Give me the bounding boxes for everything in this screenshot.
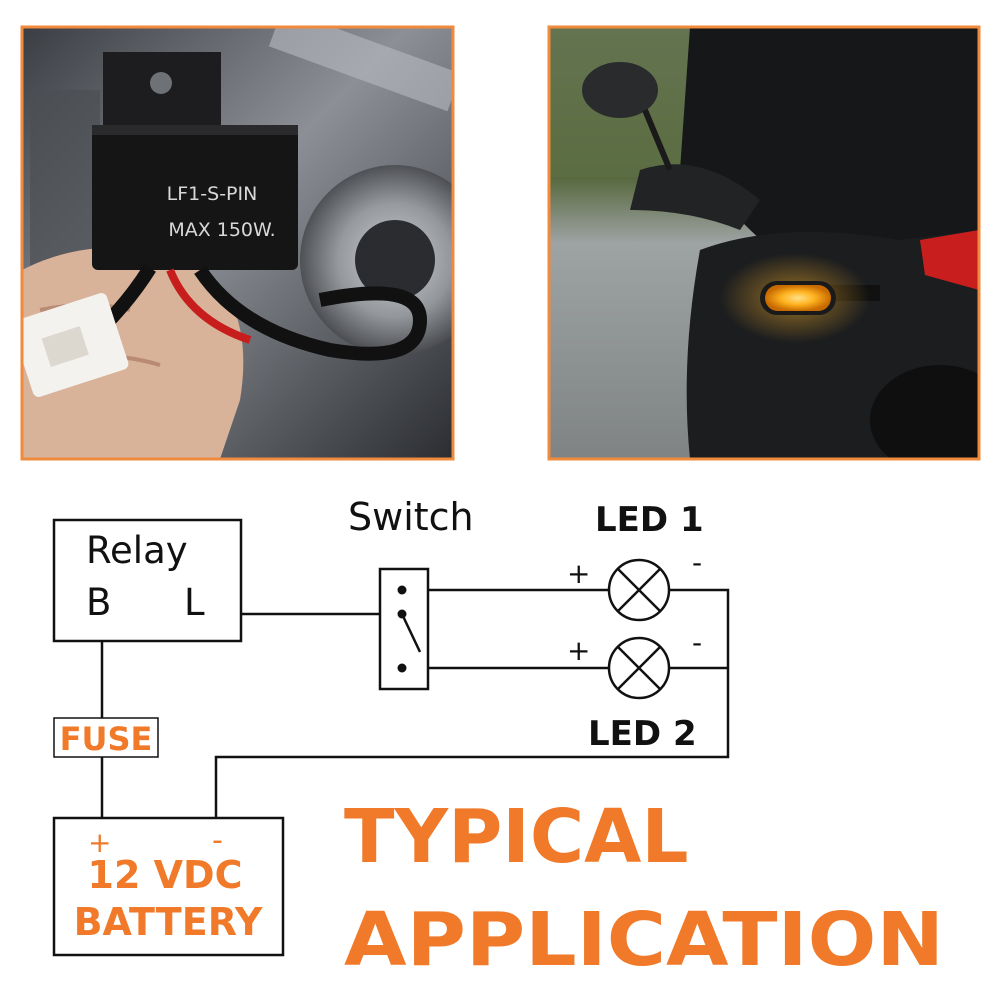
relay-pin-l: L: [184, 581, 205, 624]
motorcycle-photo: [547, 25, 981, 461]
battery-label: BATTERY: [74, 900, 263, 944]
led2-symbol: [607, 636, 671, 700]
led1-minus: -: [692, 546, 702, 579]
fuse-box: [53, 717, 159, 758]
relay-pin-b: B: [86, 581, 111, 624]
battery-plus: +: [88, 826, 111, 859]
headline-line1: TYPICAL: [344, 794, 689, 880]
motorcycle-photo-frame: [547, 25, 981, 461]
switch-symbol: [378, 567, 430, 691]
wiring-diagram: [100, 588, 730, 818]
relay-title: Relay: [86, 529, 188, 572]
battery-minus: -: [212, 823, 223, 858]
led2-minus: -: [692, 626, 702, 659]
led2-plus: +: [567, 634, 590, 667]
headline-line2: APPLICATION: [344, 897, 944, 983]
battery-box: [52, 816, 285, 957]
wire-ground-return: [214, 588, 730, 818]
relay-rating-text: MAX 150W.: [168, 219, 275, 241]
led1-plus: +: [567, 557, 590, 590]
led1-label: LED 1: [595, 500, 704, 540]
fuse-label: FUSE: [60, 720, 153, 758]
relay-photo: LF1-S-PIN MAX 150W.: [20, 25, 455, 461]
led2-label: LED 2: [588, 714, 697, 754]
battery-voltage: 12 VDC: [88, 853, 243, 897]
led1-symbol: [607, 558, 671, 622]
relay-photo-frame: [20, 25, 455, 461]
relay-model-text: LF1-S-PIN: [167, 183, 258, 205]
relay-box: [52, 518, 243, 643]
switch-label: Switch: [348, 495, 474, 539]
